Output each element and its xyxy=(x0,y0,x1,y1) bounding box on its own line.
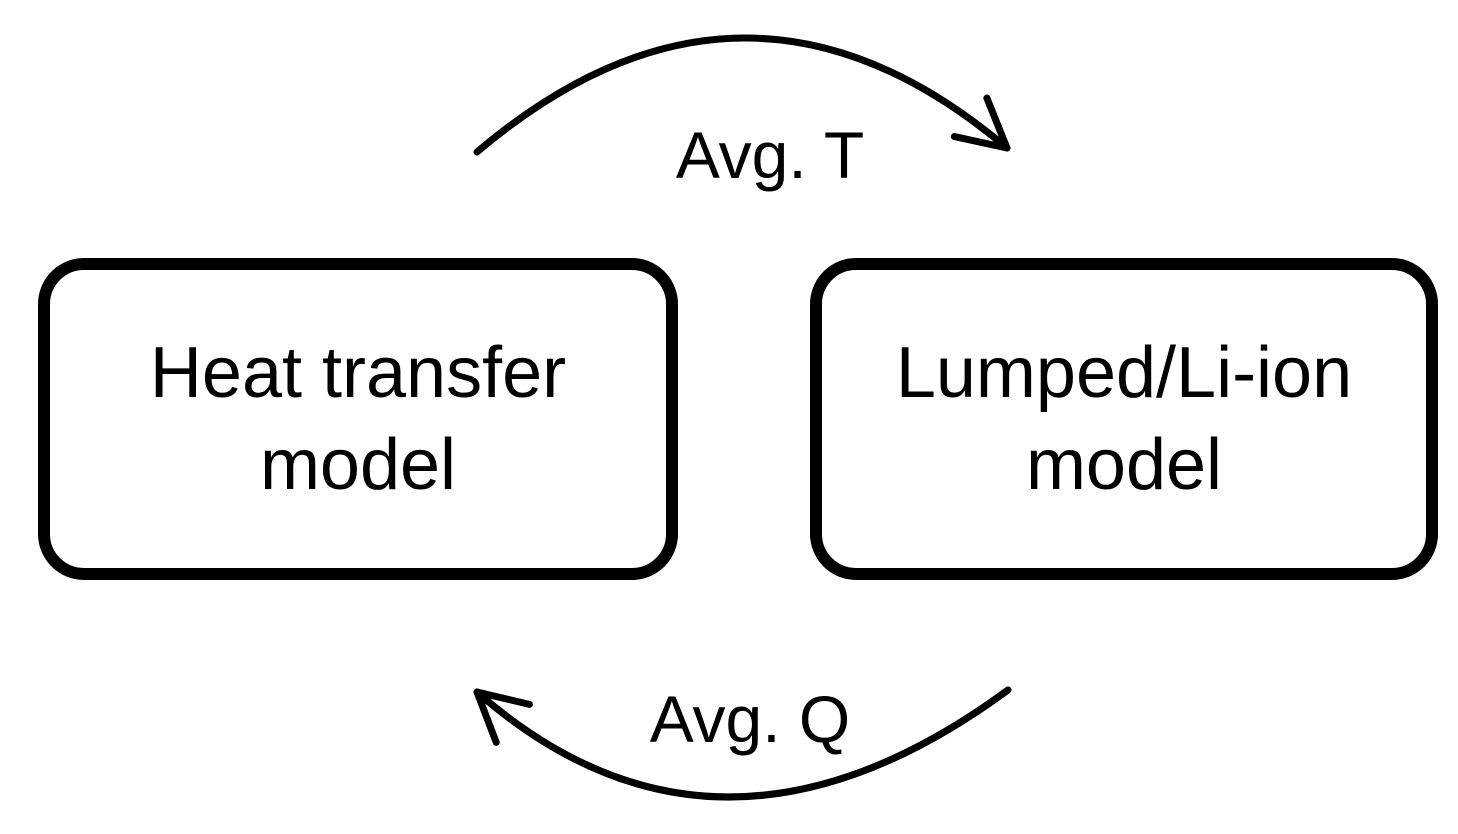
edge-label-avg-t: Avg. T xyxy=(675,118,865,192)
avg-q-arrow xyxy=(473,686,1012,801)
node-lumped-li-ion-model: Lumped/Li-ion model xyxy=(810,258,1438,580)
avg-t-arrow xyxy=(473,34,1011,156)
edge-label-avg-q: Avg. Q xyxy=(649,682,851,756)
node-heat-transfer-model: Heat transfer model xyxy=(38,258,678,580)
